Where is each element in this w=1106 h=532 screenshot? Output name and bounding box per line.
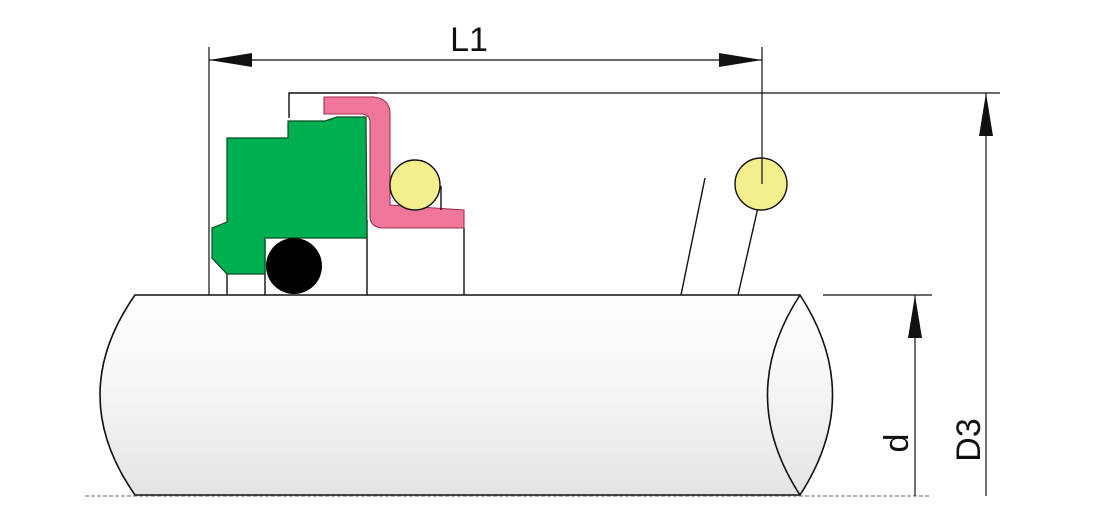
arrow-head-left bbox=[209, 53, 252, 67]
dimension-l1: L1 bbox=[208, 21, 763, 295]
shaft-body bbox=[99, 294, 834, 496]
housing-outline bbox=[288, 92, 377, 118]
arrow-head-right bbox=[719, 53, 762, 67]
d3-label: D3 bbox=[950, 418, 988, 461]
spring-coil-back bbox=[734, 157, 788, 211]
seal-body bbox=[211, 116, 368, 275]
arrow-head-up bbox=[908, 295, 922, 338]
l1-label: L1 bbox=[450, 21, 488, 59]
spring-retainer bbox=[323, 96, 465, 229]
shaft-end-face bbox=[766, 294, 801, 496]
spring-coil-front bbox=[389, 159, 441, 211]
dimension-d3: D3 bbox=[377, 92, 1000, 496]
arrow-head-up bbox=[979, 93, 993, 136]
seal-assembly bbox=[211, 92, 788, 296]
shaft bbox=[85, 294, 930, 497]
o-ring bbox=[266, 238, 322, 294]
spring-coil-side bbox=[680, 177, 706, 296]
dimension-d: d bbox=[823, 294, 932, 496]
d-label: d bbox=[878, 434, 916, 453]
seal-body-chamfer bbox=[211, 257, 228, 275]
